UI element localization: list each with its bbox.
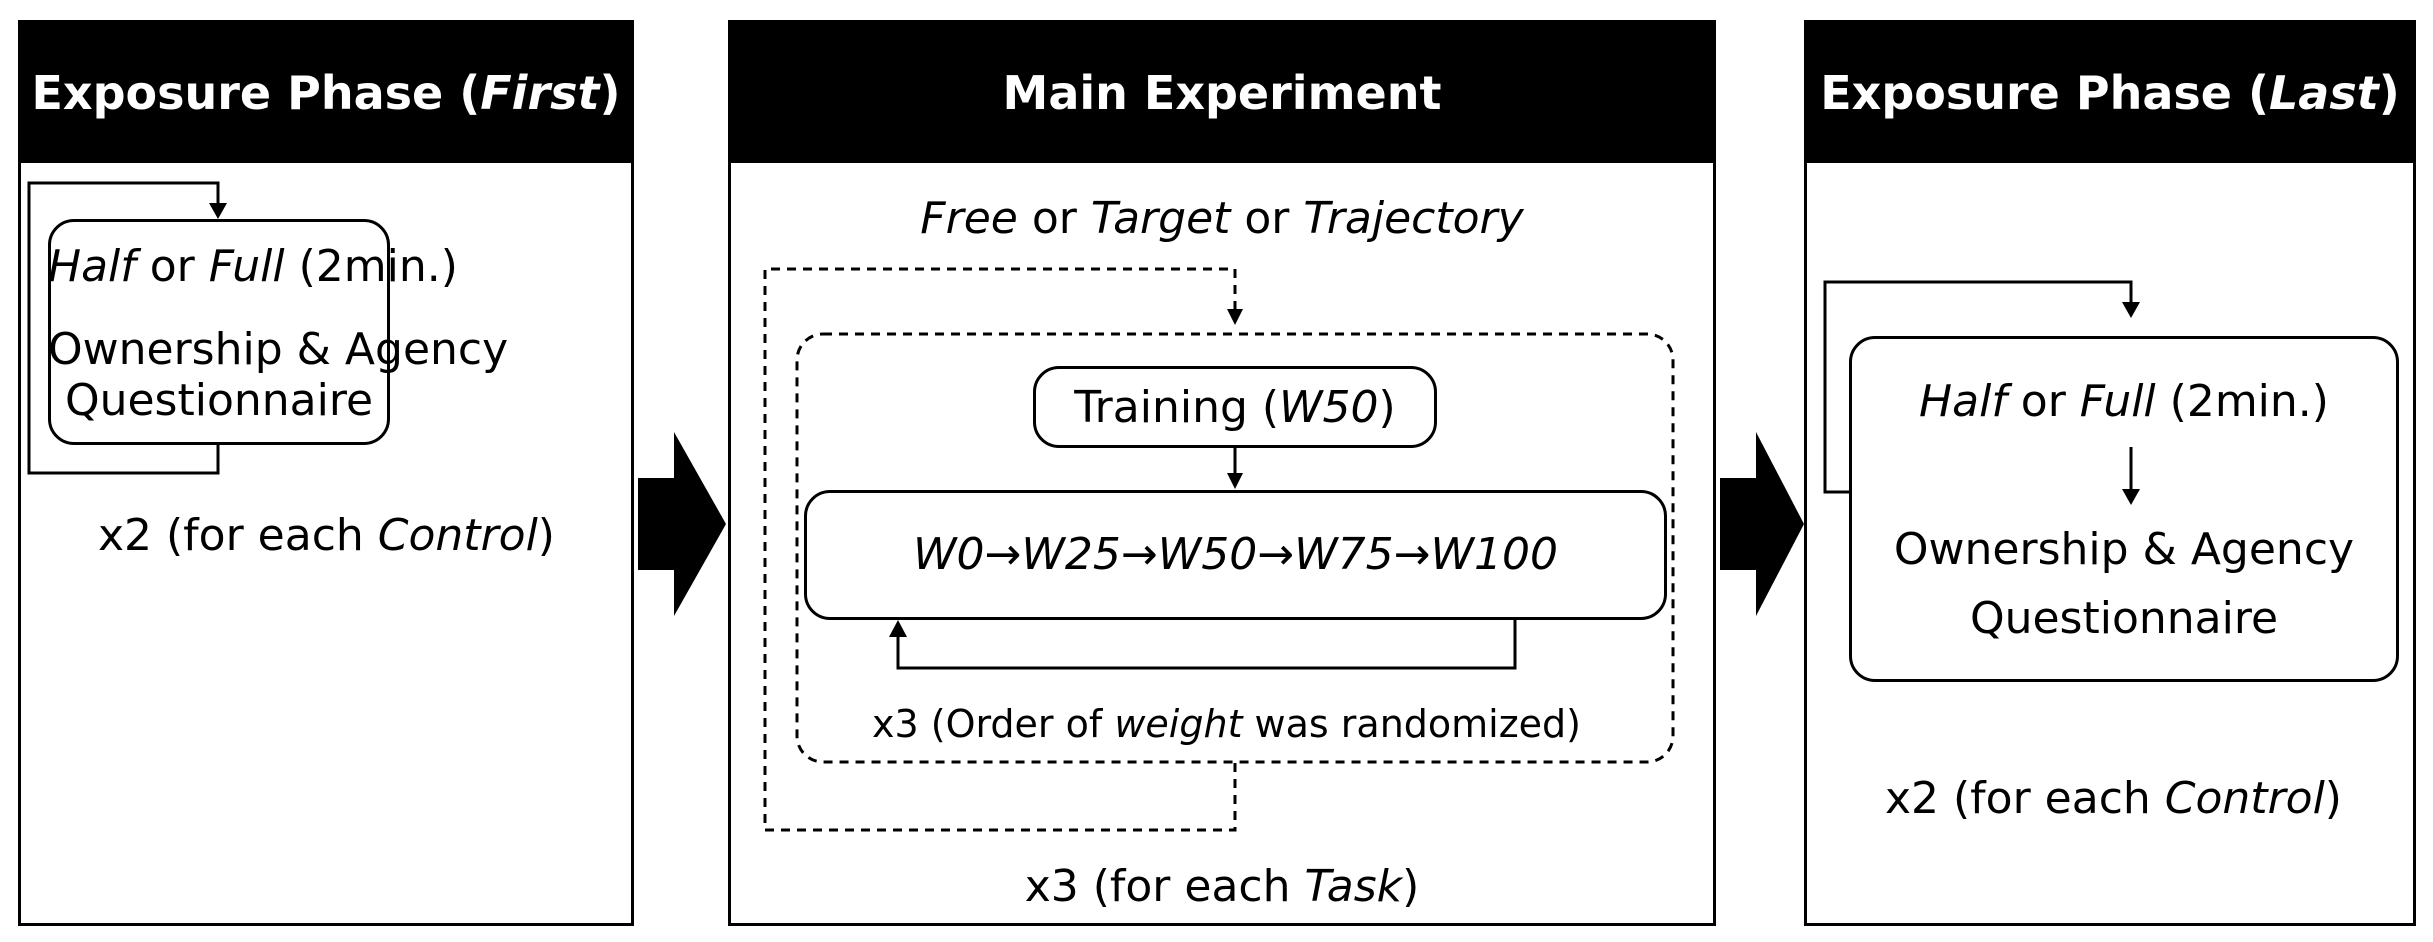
condition-line: Half or Full (2min.)	[48, 245, 458, 289]
repeat-emph: Control	[2164, 773, 2325, 824]
training-prefix: Training (	[1074, 382, 1280, 433]
header-prefix: Exposure Phase (	[1820, 66, 2269, 120]
exposure-last-header: Exposure Phase (Last)	[1807, 23, 2413, 163]
repeat-suffix: )	[537, 510, 555, 561]
flow-arrow-1	[638, 432, 726, 616]
inner-repeat-suffix: was randomized)	[1242, 702, 1581, 746]
cond-duration: (2min.)	[2155, 376, 2329, 427]
task-line: Free or Target or Trajectory	[731, 197, 1713, 241]
repeat-prefix: x2 (for each	[98, 510, 378, 561]
inner-arrowhead	[2122, 489, 2140, 505]
outer-repeat-prefix: x3 (for each	[1024, 861, 1305, 912]
loop-line	[27, 181, 220, 475]
outer-loop-arrowhead	[1227, 309, 1243, 325]
training-arrowhead	[1227, 473, 1243, 489]
questionnaire-line2: Questionnaire	[64, 375, 374, 426]
repeat-prefix: x2 (for each	[1885, 773, 2165, 824]
weights-box	[804, 490, 1667, 620]
task-or-2: or	[1230, 193, 1304, 244]
weight-loop-arrowhead	[889, 620, 907, 637]
task-trajectory: Trajectory	[1303, 193, 1524, 244]
repeat-emph: Control	[377, 510, 538, 561]
main-experiment-header: Main Experiment	[731, 23, 1713, 163]
training-box	[1033, 366, 1437, 448]
questionnaire-line1: Ownership & Agency	[1893, 524, 2355, 575]
header-suffix: )	[2378, 66, 2400, 120]
main-header-text: Main Experiment	[1002, 66, 1442, 120]
inner-repeat-label: x3 (Order of weight was randomized)	[872, 705, 1581, 743]
header-emph: First	[480, 66, 600, 120]
inner-repeat-emph: weight	[1114, 702, 1243, 746]
cond-full: Full	[208, 241, 285, 292]
training-label: Training (W50)	[1033, 386, 1437, 430]
weights-sequence: W0→W25→W50→W75→W100	[913, 529, 1558, 580]
repeat-suffix: )	[2324, 773, 2342, 824]
questionnaire-line2: Questionnaire	[1969, 593, 2279, 644]
flow-arrow-2	[1720, 432, 1804, 616]
cond-or: or	[135, 241, 209, 292]
cond-half: Half	[48, 241, 136, 292]
task-target: Target	[1090, 193, 1231, 244]
condition-line: Half or Full (2min.)	[1849, 380, 2399, 424]
exposure-first-loop-lines	[27, 181, 227, 475]
exposure-first-header: Exposure Phase (First)	[21, 23, 631, 163]
exposure-last-inner-lines	[2122, 447, 2140, 505]
exposure-last-panel: Exposure Phase (Last) Half or Full (2min…	[1804, 20, 2416, 926]
cond-duration: (2min.)	[284, 241, 458, 292]
cond-full: Full	[2079, 376, 2156, 427]
task-or-1: or	[1017, 193, 1091, 244]
loop-arrowhead	[2122, 302, 2140, 318]
weight-loop-line	[896, 619, 1517, 670]
repeat-label: x2 (for each Control)	[98, 514, 555, 558]
questionnaire-line1: Ownership & Agency	[48, 324, 509, 375]
cond-half: Half	[1919, 376, 2007, 427]
inner-repeat-prefix: x3 (Order of	[872, 702, 1115, 746]
training-suffix: )	[1378, 382, 1396, 433]
loop-arrowhead	[209, 203, 227, 219]
outer-repeat-emph: Task	[1304, 861, 1403, 912]
exposure-last-box	[1849, 336, 2399, 682]
training-emph: W50	[1279, 382, 1379, 433]
exposure-first-panel: Exposure Phase (First) Half or Full (2mi…	[18, 20, 634, 926]
outer-repeat-suffix: )	[1402, 861, 1420, 912]
task-free: Free	[920, 193, 1018, 244]
exposure-first-box	[48, 219, 390, 445]
header-prefix: Exposure Phase (	[31, 66, 481, 120]
header-emph: Last	[2269, 66, 2379, 120]
cond-or: or	[2006, 376, 2080, 427]
outer-repeat-label: x3 (for each Task)	[731, 865, 1713, 909]
main-loop-lines	[763, 267, 1675, 832]
repeat-label: x2 (for each Control)	[1885, 777, 2342, 821]
main-experiment-panel: Main Experiment Free or Target or Trajec…	[728, 20, 1716, 926]
header-suffix: )	[599, 66, 621, 120]
outer-dashed-loop	[763, 267, 1237, 832]
